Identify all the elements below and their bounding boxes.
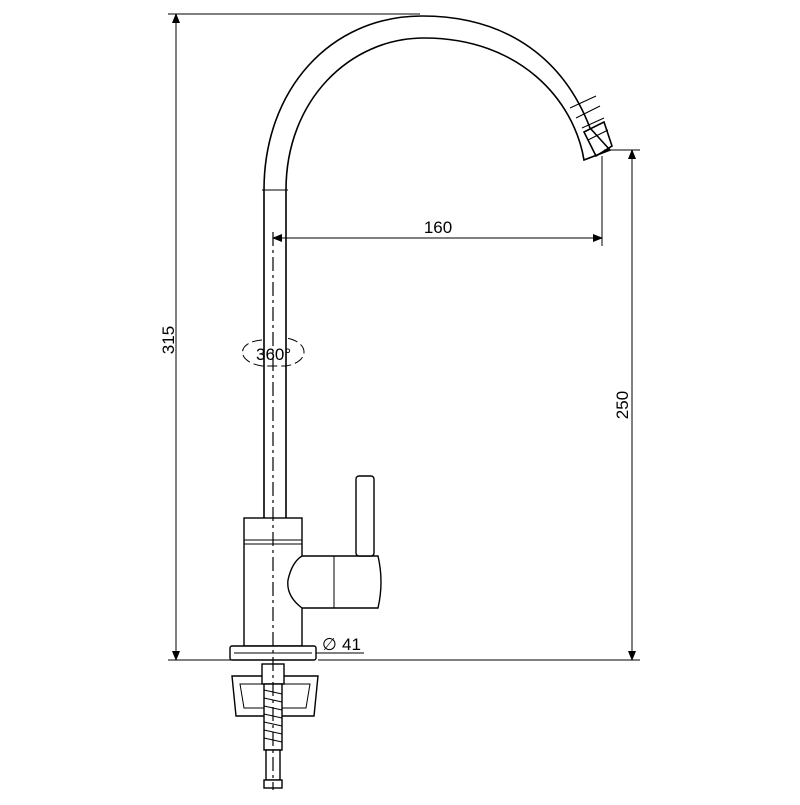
dimension-total-height: 315 <box>159 13 420 661</box>
spout-height-label: 250 <box>613 391 632 419</box>
total-height-label: 315 <box>159 326 178 354</box>
mounting-bracket-inner <box>239 683 311 709</box>
rotation-ellipse <box>242 337 305 367</box>
spout-tube <box>263 15 612 518</box>
spout-tip-segments <box>262 95 609 191</box>
diameter-symbol: ∅ <box>322 635 337 654</box>
dimension-spout-height: 250 <box>318 149 640 661</box>
dimension-reach: 160 <box>272 156 603 246</box>
handle-lever[interactable] <box>355 475 375 557</box>
faucet-outline <box>229 15 613 789</box>
diameter-label: 41 <box>342 635 361 654</box>
reach-label: 160 <box>424 218 452 237</box>
rotation-label: 360° <box>256 345 291 364</box>
dimension-base-diameter: ∅ 41 <box>316 635 364 654</box>
rotation-indicator: 360° <box>242 337 305 367</box>
spout-nozzle <box>582 120 613 158</box>
